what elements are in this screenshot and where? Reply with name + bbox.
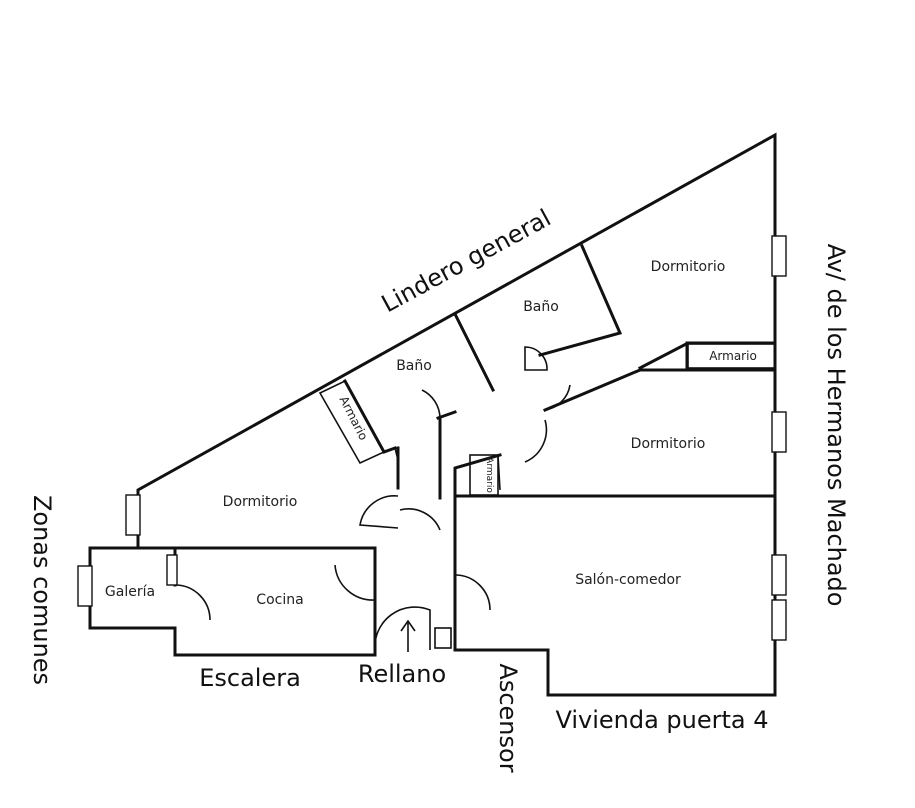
label-avenida: Av/ de los Hermanos Machado (822, 244, 850, 607)
room-armario-right: Armario (709, 349, 757, 363)
room-salon: Salón-comedor (575, 572, 681, 588)
window-galeria-inner (166, 554, 178, 586)
room-cocina: Cocina (256, 592, 303, 608)
door-corridor-mid (399, 508, 441, 531)
label-zonas: Zonas comunes (28, 495, 56, 685)
outer-wall-upper (136, 132, 777, 697)
window-dorm-top (771, 235, 787, 277)
window-galeria (77, 565, 93, 607)
room-dormitorio-mid-right: Dormitorio (631, 436, 706, 452)
ascensor-block (434, 627, 452, 649)
door-corridor-upper (544, 384, 571, 411)
room-bano-right: Baño (523, 299, 559, 315)
window-salon-a (771, 554, 787, 596)
door-bano-right (524, 346, 548, 371)
room-dormitorio-left: Dormitorio (223, 494, 298, 510)
door-dorm-mid (524, 419, 548, 463)
door-cocina (334, 564, 376, 601)
room-armario-small: Armario (484, 457, 494, 493)
corridor-thin-a (394, 447, 399, 461)
windows (77, 235, 787, 641)
doors (174, 346, 571, 651)
wall-bano-right (538, 244, 623, 357)
outer-wall-lower (88, 546, 377, 657)
door-entrance (374, 606, 431, 651)
door-bano-left (421, 389, 441, 419)
closets (318, 343, 776, 496)
door-salon (454, 574, 491, 611)
interior-walls (136, 244, 777, 657)
window-dorm-mid (771, 411, 787, 453)
wall-corridor-diagonal (543, 368, 777, 412)
armario-left-box (318, 379, 386, 465)
armario-small-box (469, 454, 499, 496)
entrance-arrow (400, 619, 416, 652)
label-vivienda: Vivienda puerta 4 (555, 706, 768, 734)
label-ascensor: Ascensor (494, 663, 522, 772)
room-dormitorio-top-right: Dormitorio (651, 259, 726, 275)
wall-banos-divider (452, 311, 496, 393)
door-dorm-left (359, 495, 399, 529)
room-galeria: Galería (105, 584, 155, 600)
room-bano-left: Baño (396, 358, 432, 374)
window-salon-b (771, 599, 787, 641)
armario-right-box (687, 343, 776, 369)
label-rellano: Rellano (358, 660, 446, 688)
outer-walls (88, 132, 777, 697)
wall-bano-left-bottom (436, 410, 457, 420)
wall-dorm-mid (453, 453, 502, 498)
label-escalera: Escalera (199, 664, 301, 692)
window-dorm-left (125, 494, 141, 536)
door-galeria (174, 584, 211, 621)
